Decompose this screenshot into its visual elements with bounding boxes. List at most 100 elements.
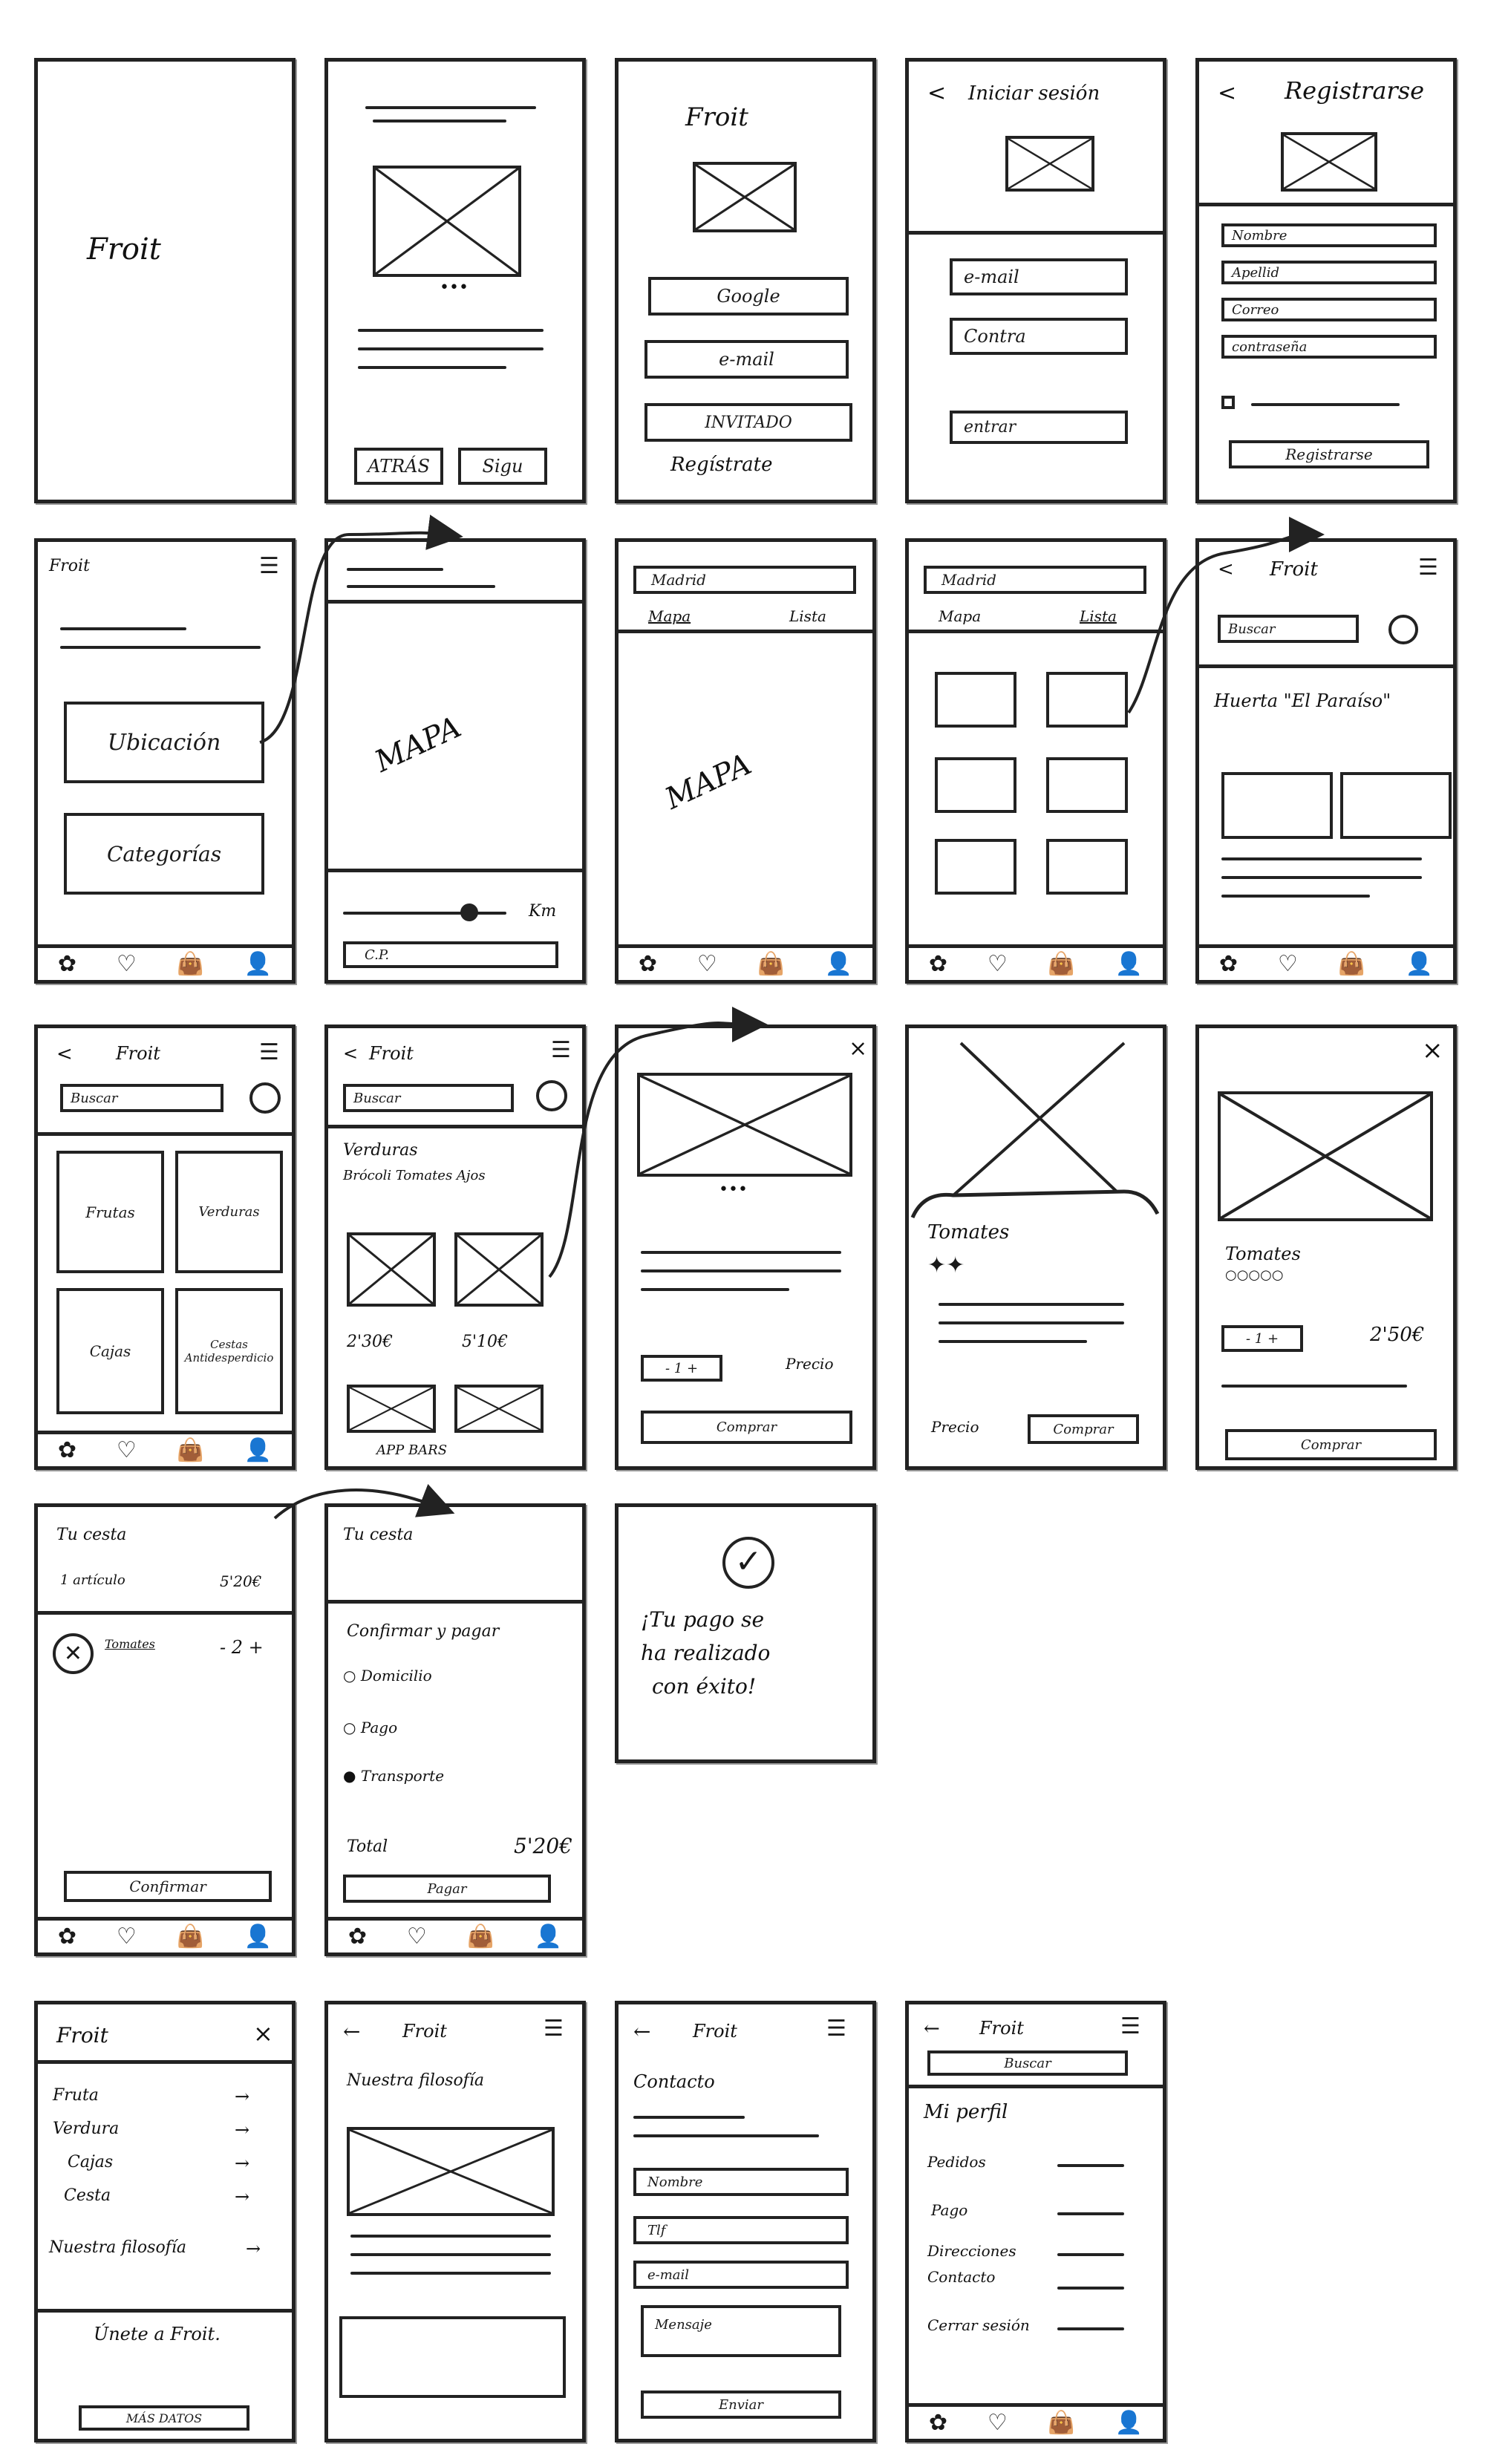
user-icon[interactable]: 👤 bbox=[1114, 950, 1143, 977]
bag-icon[interactable]: 👜 bbox=[757, 950, 785, 977]
more-data-button[interactable]: MÁS DATOS bbox=[79, 2405, 249, 2431]
back-icon[interactable]: < bbox=[56, 1043, 73, 1065]
profile-item-orders[interactable]: Pedidos bbox=[927, 2153, 986, 2171]
menu-item-vegetables[interactable]: Verdura bbox=[53, 2120, 120, 2138]
slider-thumb[interactable] bbox=[460, 903, 478, 921]
send-button[interactable]: Enviar bbox=[641, 2391, 841, 2419]
buy-button[interactable]: Comprar bbox=[1225, 1429, 1437, 1460]
google-button[interactable]: Google bbox=[648, 277, 849, 316]
heart-icon[interactable]: ♡ bbox=[406, 1923, 427, 1950]
hamburger-icon[interactable]: ☰ bbox=[259, 1039, 279, 1065]
grid-icon[interactable]: ✿ bbox=[57, 950, 77, 977]
grid-icon[interactable]: ✿ bbox=[928, 950, 948, 977]
name-field[interactable]: Nombre bbox=[1221, 223, 1437, 247]
category-vegetables[interactable]: Verduras bbox=[175, 1151, 283, 1273]
menu-item-fruit[interactable]: Fruta bbox=[53, 2086, 99, 2105]
list-item[interactable] bbox=[935, 839, 1016, 895]
heart-icon[interactable]: ♡ bbox=[987, 950, 1008, 977]
bag-icon[interactable]: 👜 bbox=[176, 1437, 204, 1463]
list-item[interactable] bbox=[1046, 672, 1128, 728]
email-field[interactable]: e-mail bbox=[633, 2261, 849, 2289]
email-field[interactable]: e-mail bbox=[950, 258, 1128, 295]
grid-icon[interactable]: ✿ bbox=[57, 1923, 77, 1950]
buy-button[interactable]: Comprar bbox=[641, 1411, 852, 1444]
option-payment[interactable]: ○ Pago bbox=[343, 1719, 398, 1736]
user-icon[interactable]: 👤 bbox=[534, 1923, 563, 1950]
name-field[interactable]: Nombre bbox=[633, 2168, 849, 2196]
pay-button[interactable]: Pagar bbox=[343, 1875, 551, 1903]
back-icon[interactable]: < bbox=[927, 80, 947, 106]
profile-item-logout[interactable]: Cerrar sesión bbox=[927, 2316, 1030, 2334]
close-icon[interactable]: × bbox=[1422, 1036, 1443, 1065]
heart-icon[interactable]: ♡ bbox=[116, 950, 137, 977]
user-icon[interactable]: 👤 bbox=[1114, 2409, 1143, 2436]
search-input[interactable]: Buscar bbox=[927, 2050, 1128, 2076]
list-item[interactable] bbox=[935, 672, 1016, 728]
join-link[interactable]: Únete a Froit. bbox=[94, 2324, 221, 2344]
bag-icon[interactable]: 👜 bbox=[1047, 2409, 1075, 2436]
bag-icon[interactable]: 👜 bbox=[176, 1923, 204, 1950]
grid-icon[interactable]: ✿ bbox=[928, 2409, 948, 2436]
profile-item-contact[interactable]: Contacto bbox=[927, 2268, 996, 2286]
list-item[interactable] bbox=[935, 757, 1016, 813]
user-icon[interactable]: 👤 bbox=[1405, 950, 1434, 977]
category-boxes[interactable]: Cajas bbox=[56, 1288, 164, 1414]
city-select[interactable]: Madrid bbox=[633, 566, 856, 594]
filter-icon[interactable] bbox=[249, 1082, 281, 1114]
grid-icon[interactable]: ✿ bbox=[347, 1923, 368, 1950]
buy-button[interactable]: Comprar bbox=[1028, 1414, 1139, 1444]
bag-icon[interactable]: 👜 bbox=[466, 1923, 495, 1950]
filter-chips[interactable]: Brócoli Tomates Ajos bbox=[343, 1168, 486, 1183]
next-button[interactable]: Sigu bbox=[458, 448, 547, 485]
back-icon[interactable]: ← bbox=[924, 2018, 940, 2040]
search-input[interactable]: Buscar bbox=[1218, 615, 1359, 643]
grid-icon[interactable]: ✿ bbox=[638, 950, 658, 977]
list-item[interactable] bbox=[1046, 757, 1128, 813]
hamburger-icon[interactable]: ☰ bbox=[544, 2016, 564, 2042]
message-field[interactable]: Mensaje bbox=[641, 2305, 841, 2357]
tab-list[interactable]: Lista bbox=[1080, 607, 1117, 625]
location-button[interactable]: Ubicación bbox=[64, 702, 264, 783]
map-area[interactable]: MAPA bbox=[369, 710, 466, 780]
map-area[interactable]: MAPA bbox=[659, 747, 757, 817]
quantity-stepper[interactable]: - 2 + bbox=[220, 1637, 264, 1658]
guest-button[interactable]: INVITADO bbox=[644, 403, 852, 442]
option-transport[interactable]: ● Transporte bbox=[343, 1767, 445, 1785]
bag-icon[interactable]: 👜 bbox=[1337, 950, 1365, 977]
list-item[interactable] bbox=[1046, 839, 1128, 895]
back-icon[interactable]: < bbox=[343, 1043, 359, 1064]
hamburger-icon[interactable]: ☰ bbox=[551, 1037, 571, 1063]
user-icon[interactable]: 👤 bbox=[244, 950, 272, 977]
bag-icon[interactable]: 👜 bbox=[1047, 950, 1075, 977]
hamburger-icon[interactable]: ☰ bbox=[1120, 2013, 1140, 2039]
back-icon[interactable]: < bbox=[1218, 558, 1234, 581]
filter-icon[interactable] bbox=[536, 1080, 567, 1111]
back-icon[interactable]: ← bbox=[633, 2019, 651, 2044]
heart-icon[interactable]: ♡ bbox=[1277, 950, 1298, 977]
tab-map[interactable]: Mapa bbox=[939, 607, 982, 625]
quantity-stepper[interactable]: - 1 + bbox=[641, 1355, 722, 1382]
close-icon[interactable]: × bbox=[253, 2019, 273, 2048]
profile-item-addresses[interactable]: Direcciones bbox=[927, 2242, 1016, 2260]
hamburger-icon[interactable]: ☰ bbox=[259, 553, 279, 579]
category-anti-waste[interactable]: Cestas Antidesperdicio bbox=[175, 1288, 283, 1414]
profile-item-payment[interactable]: Pago bbox=[931, 2201, 968, 2219]
back-button[interactable]: ATRÁS bbox=[354, 448, 443, 485]
surname-field[interactable]: Apellid bbox=[1221, 261, 1437, 284]
menu-item-basket[interactable]: Cesta bbox=[64, 2186, 111, 2205]
hamburger-icon[interactable]: ☰ bbox=[1418, 555, 1438, 581]
user-icon[interactable]: 👤 bbox=[244, 1437, 272, 1463]
heart-icon[interactable]: ♡ bbox=[696, 950, 717, 977]
heart-icon[interactable]: ♡ bbox=[116, 1437, 137, 1463]
email-button[interactable]: e-mail bbox=[644, 340, 849, 379]
close-icon[interactable]: × bbox=[849, 1036, 868, 1062]
terms-checkbox[interactable] bbox=[1221, 396, 1235, 409]
bag-icon[interactable]: 👜 bbox=[176, 950, 204, 977]
register-button[interactable]: Registrarse bbox=[1229, 440, 1429, 468]
hamburger-icon[interactable]: ☰ bbox=[826, 2016, 846, 2042]
user-icon[interactable]: 👤 bbox=[244, 1923, 272, 1950]
back-icon[interactable]: < bbox=[1218, 80, 1237, 106]
categories-button[interactable]: Categorías bbox=[64, 813, 264, 895]
product-image[interactable] bbox=[454, 1385, 544, 1433]
tab-list[interactable]: Lista bbox=[789, 607, 826, 625]
